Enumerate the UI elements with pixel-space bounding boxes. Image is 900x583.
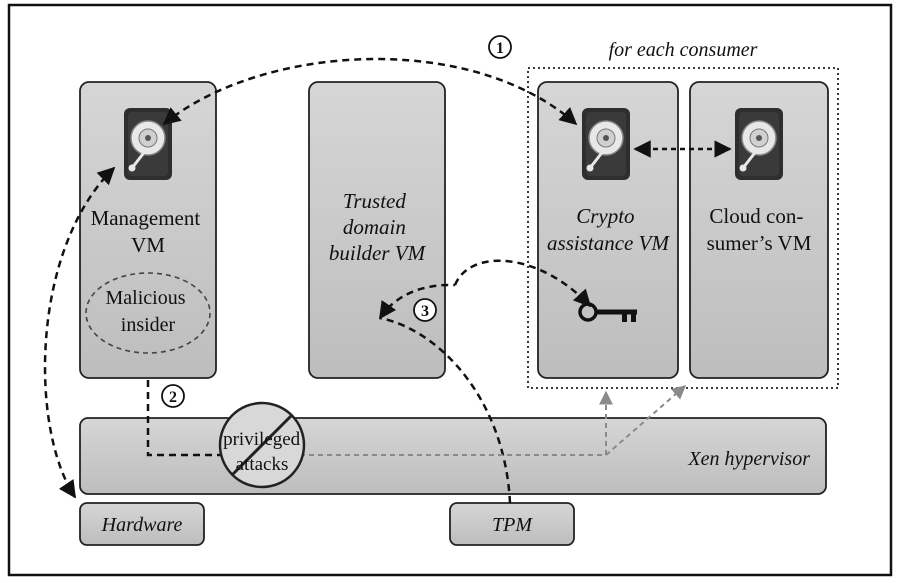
tpm-box xyxy=(449,502,575,546)
trusted-builder-vm-box xyxy=(308,81,446,379)
svg-text:3: 3 xyxy=(421,303,429,320)
crypto-vm-label: Crypto assistance VM xyxy=(547,204,670,255)
hardware-label: Hardware xyxy=(101,514,183,536)
management-disk-icon xyxy=(122,106,174,182)
step-marker-3: 3 xyxy=(413,298,437,322)
svg-text:1: 1 xyxy=(496,40,504,57)
outer-frame xyxy=(7,3,893,577)
arrow-management-disk-to-hardware xyxy=(43,166,116,499)
arrow-2-management-to-hypervisor xyxy=(146,380,225,457)
svg-text:2: 2 xyxy=(169,389,177,406)
tpm-label: TPM xyxy=(492,514,533,536)
arrow-3-builder-to-key xyxy=(453,259,592,308)
malicious-insider-label: Malicious insider xyxy=(106,287,191,336)
cloud-consumer-disk-icon xyxy=(733,106,785,182)
arrow-3-builder-inner xyxy=(378,283,456,320)
consumer-group-label: for each consumer xyxy=(609,39,758,61)
prohibited-sign xyxy=(218,401,306,489)
privileged-attacks-label: privileged attacks xyxy=(223,429,305,475)
arrow-1-management-to-crypto xyxy=(162,57,578,126)
crypto-disk-icon xyxy=(580,106,632,182)
step-marker-1: 1 xyxy=(488,35,512,59)
hypervisor-label: Xen hypervisor xyxy=(687,448,810,470)
step-marker-2: 2 xyxy=(161,384,185,408)
arrow-tpm-to-builder xyxy=(379,316,512,504)
trusted-builder-vm-label: Trusted domain builder VM xyxy=(329,189,427,265)
malicious-insider-ellipse xyxy=(85,272,211,354)
hardware-box xyxy=(79,502,205,546)
cloud-consumer-vm-label: Cloud con- sumer’s VM xyxy=(707,204,812,255)
